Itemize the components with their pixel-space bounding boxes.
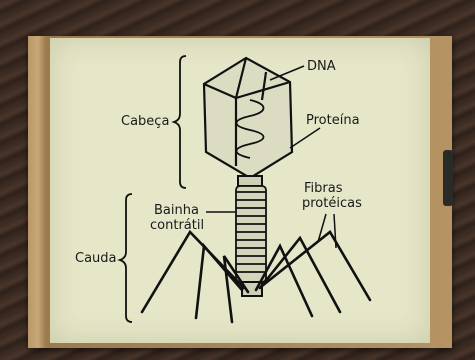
- cauda-bracket: [120, 194, 132, 322]
- fibras-pointer-b: [334, 214, 336, 248]
- contractile-sheath: [236, 186, 266, 282]
- label-dna: DNA: [307, 59, 336, 74]
- label-proteicas: protéicas: [302, 196, 362, 211]
- proteina-pointer: [290, 128, 320, 148]
- phage-collar: [238, 176, 262, 186]
- label-proteina: Proteína: [306, 113, 360, 128]
- cabeca-bracket: [174, 56, 186, 188]
- label-fibras: Fibras: [304, 181, 343, 196]
- label-bainha: Bainha: [154, 203, 199, 218]
- label-cabeca: Cabeça: [121, 114, 169, 129]
- brackets: [120, 56, 186, 322]
- label-contratil: contrátil: [150, 218, 204, 233]
- label-cauda: Cauda: [75, 251, 117, 266]
